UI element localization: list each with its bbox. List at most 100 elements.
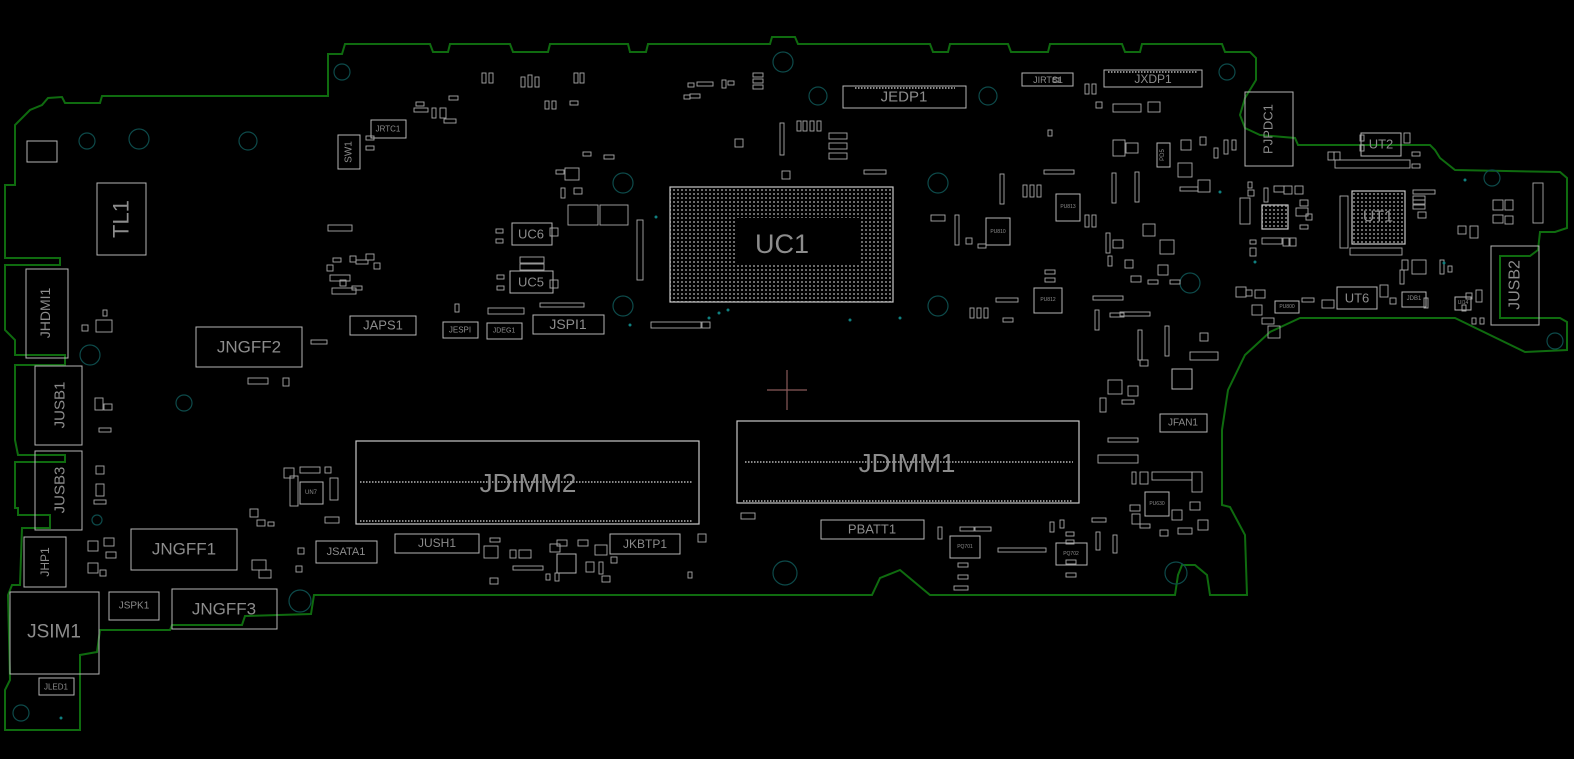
smd-passive	[1091, 214, 1097, 228]
smd-passive	[1095, 531, 1101, 551]
smd-passive	[1261, 317, 1275, 325]
component-jdimm2[interactable]: JDIMM2	[355, 440, 700, 525]
component-jhdmi1[interactable]: JHDMI1	[25, 268, 69, 359]
smd-passive	[1283, 185, 1293, 195]
smd-passive	[573, 187, 583, 195]
component-jespi[interactable]: JESPI	[442, 321, 479, 339]
smd-passive	[1469, 225, 1479, 239]
component-jirts1[interactable]: JIRTS1	[1021, 72, 1074, 87]
smd-passive	[1282, 237, 1290, 247]
smd-passive	[1159, 529, 1169, 537]
component-pjpdc1[interactable]: PJPDC1	[1244, 91, 1294, 167]
component-jsata1[interactable]: JSATA1	[315, 540, 378, 564]
smd-passive	[1177, 162, 1193, 178]
smd-passive	[1049, 521, 1055, 533]
component-uc6[interactable]: UC6	[511, 222, 553, 246]
component-jled1[interactable]: JLED1	[38, 677, 75, 696]
component-un7[interactable]: UN7	[299, 481, 324, 505]
smd-passive	[1094, 309, 1100, 331]
smd-passive	[95, 319, 113, 333]
component-jdb1[interactable]: JDB1	[1401, 291, 1427, 308]
smd-passive	[299, 466, 321, 474]
component-pu810[interactable]: PU810	[985, 217, 1011, 246]
component-uc5[interactable]: UC5	[509, 270, 554, 294]
component-pu812[interactable]: PU812	[1033, 287, 1063, 314]
smd-passive	[373, 262, 381, 270]
component-jedp1[interactable]: JEDP1	[842, 85, 967, 109]
component-pu800[interactable]: PU800	[1274, 300, 1300, 314]
smd-passive	[1261, 237, 1283, 245]
smd-passive	[349, 255, 357, 263]
component-label: JSATA1	[327, 546, 366, 558]
smd-passive	[1065, 572, 1077, 578]
smd-passive	[697, 533, 707, 543]
component-sw1[interactable]: SW1	[337, 134, 361, 170]
component-ugpu-small[interactable]	[1261, 204, 1289, 230]
component-pbatt1[interactable]: PBATT1	[820, 519, 925, 540]
component-jusb1[interactable]: JUSB1	[34, 365, 83, 446]
component-jush1[interactable]: JUSH1	[394, 533, 480, 554]
component-pq701[interactable]: PQ701	[949, 535, 981, 559]
smd-passive	[324, 466, 332, 474]
smd-passive	[1124, 259, 1134, 269]
component-ui14[interactable]: UI14	[1454, 296, 1472, 311]
smd-passive	[1065, 559, 1077, 565]
smd-passive	[734, 138, 744, 148]
component-jngff3[interactable]: JNGFF3	[171, 588, 278, 630]
component-jhp1[interactable]: JHP1	[23, 536, 67, 588]
smd-passive	[489, 537, 501, 543]
smd-passive	[454, 303, 460, 313]
component-jusb3[interactable]: JUSB3	[34, 450, 83, 531]
component-jusb2[interactable]: JUSB2	[1490, 245, 1540, 326]
smd-passive	[1125, 142, 1139, 154]
component-uc1[interactable]: UC1	[669, 186, 894, 303]
smd-passive	[1052, 77, 1060, 83]
component-jngff1[interactable]: JNGFF1	[130, 528, 238, 571]
smd-passive	[1299, 224, 1309, 230]
smd-passive	[1412, 199, 1426, 205]
component-ut1[interactable]: UT1	[1334, 159, 1411, 256]
component-label: JHP1	[38, 547, 52, 577]
component-pu630[interactable]: PU630	[1144, 491, 1170, 517]
component-japs1[interactable]: JAPS1	[349, 315, 417, 336]
component-ut6[interactable]: UT6	[1336, 286, 1378, 310]
component-pu813[interactable]: PU813	[1055, 193, 1081, 222]
component-label: PU810	[990, 229, 1006, 235]
smd-passive	[249, 508, 259, 518]
component-label: JDB1	[1407, 296, 1422, 302]
component-ic-bottom-center[interactable]	[556, 553, 577, 574]
component-jngff2[interactable]: JNGFF2	[195, 326, 303, 368]
component-jxdp1[interactable]: JXDP1	[1103, 69, 1203, 88]
smd-passive	[554, 572, 560, 582]
component-tl1[interactable]: TL1	[96, 182, 147, 256]
component-top-left-square[interactable]	[26, 140, 58, 163]
component-ut2[interactable]: UT2	[1360, 132, 1402, 157]
smd-passive	[1249, 247, 1257, 257]
smd-passive	[1107, 255, 1113, 267]
smd-passive	[519, 256, 545, 264]
smd-passive	[779, 122, 785, 156]
smd-passive	[689, 93, 701, 99]
component-ic-near-jfan1[interactable]	[1171, 368, 1193, 390]
smd-passive	[1107, 379, 1123, 395]
component-jdimm1[interactable]: JDIMM1	[736, 420, 1080, 504]
smd-passive	[1439, 259, 1445, 275]
component-jspk1[interactable]: JSPK1	[108, 591, 160, 621]
component-jdeg1[interactable]: JDEG1	[486, 322, 523, 340]
smd-passive	[1043, 169, 1075, 175]
component-right-connector[interactable]	[1532, 182, 1544, 224]
component-jkbtp1[interactable]: JKBTP1	[609, 533, 681, 555]
component-jsim1[interactable]: JSIM1	[9, 591, 100, 675]
smd-passive	[365, 253, 375, 261]
component-pq702[interactable]: PQ702	[1055, 542, 1088, 566]
smd-passive	[1092, 295, 1124, 301]
component-jspi1[interactable]: JSPI1	[532, 314, 605, 335]
component-jrtc1[interactable]: JRTC1	[370, 119, 407, 139]
smd-passive	[1254, 289, 1266, 299]
smd-passive	[577, 539, 589, 547]
smd-passive	[564, 167, 580, 181]
smd-passive	[965, 237, 973, 245]
component-jfan1[interactable]: JFAN1	[1159, 413, 1208, 433]
component-pd5[interactable]: PD5	[1156, 142, 1171, 168]
